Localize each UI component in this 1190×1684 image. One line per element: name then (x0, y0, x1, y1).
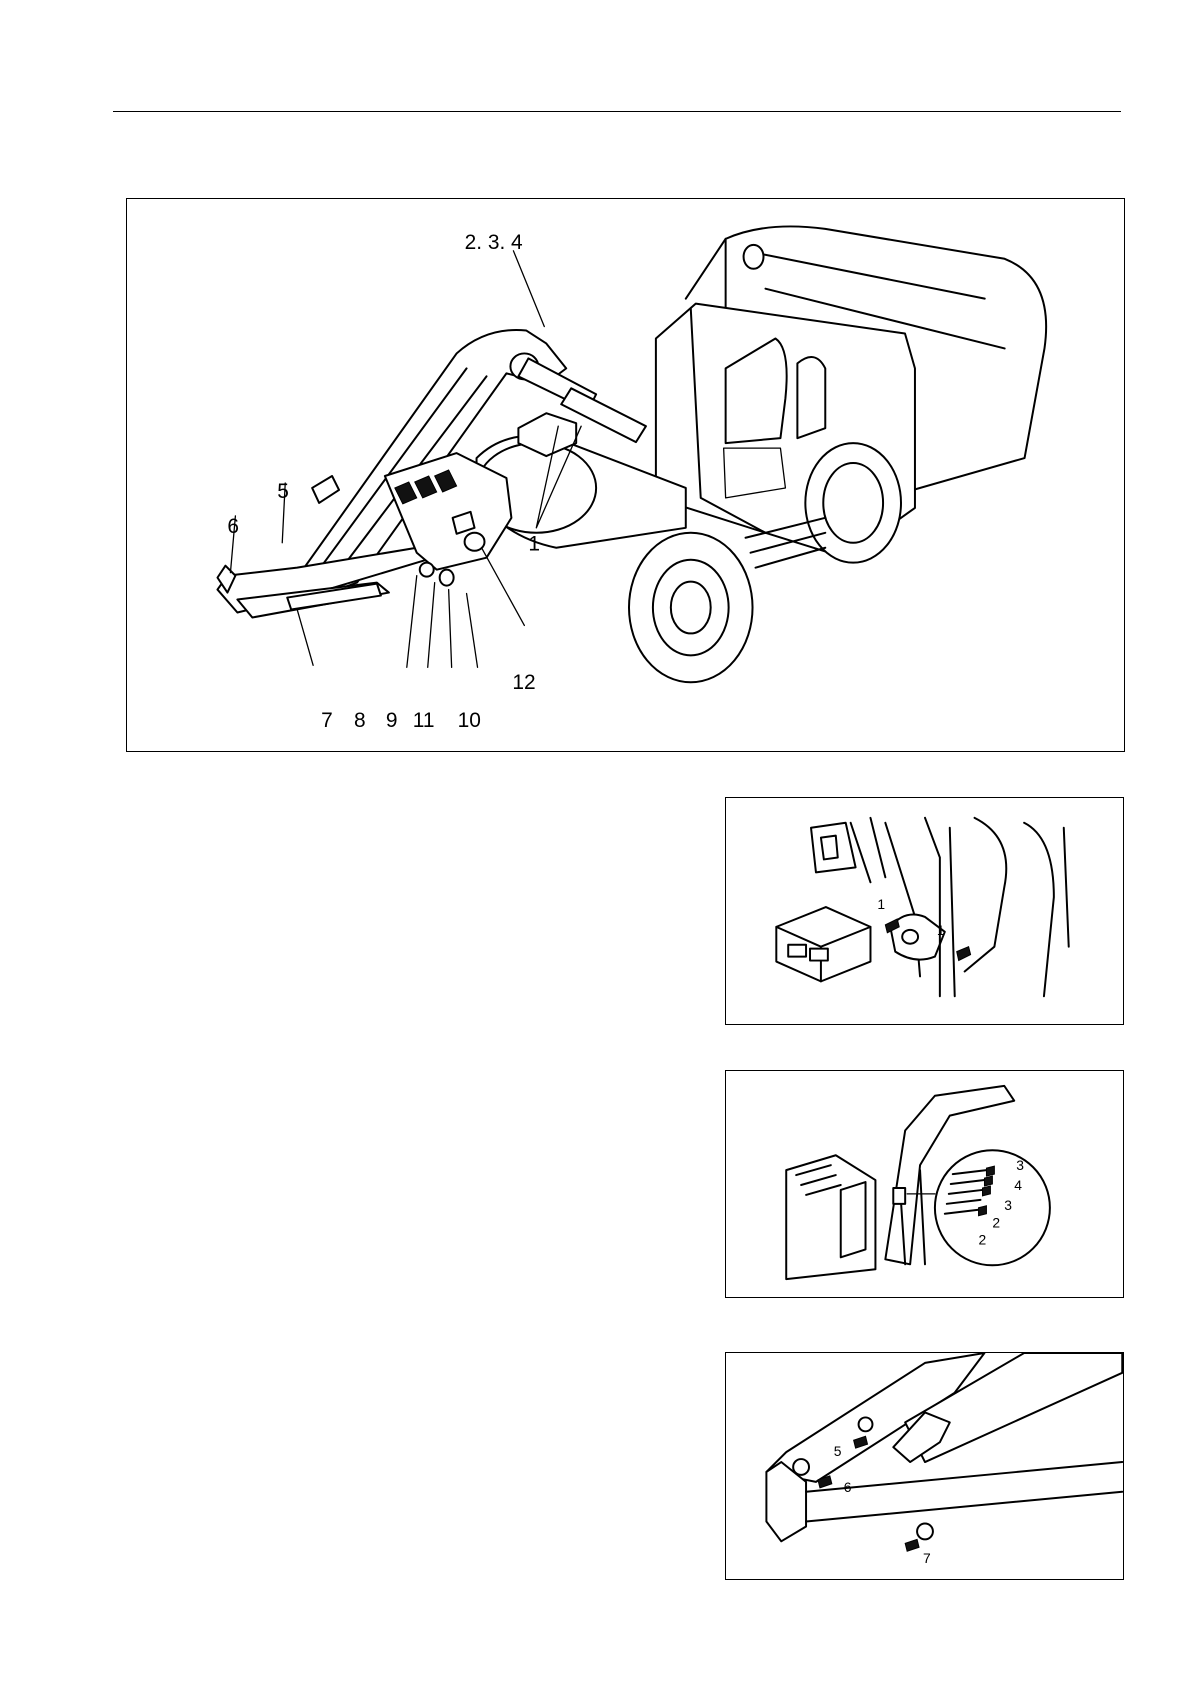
boom-foot-pins-detail-figure: 1 1 (725, 797, 1124, 1025)
callout-7: 7 (321, 709, 333, 732)
arm-tip-illustration: 5 6 7 (726, 1353, 1123, 1579)
callout-11: 11 (413, 709, 435, 732)
boom-grease-bank-illustration: 3 4 3 2 2 (726, 1071, 1123, 1297)
remote-grease-fittings-detail-figure: 3 4 3 2 2 (725, 1070, 1124, 1298)
cab-door-window (797, 357, 825, 438)
callout-7: 7 (923, 1550, 931, 1566)
callout-10: 10 (458, 709, 481, 732)
header-rule (113, 111, 1121, 112)
callout-8: 8 (354, 709, 366, 732)
callout-12: 12 (512, 671, 535, 694)
arm-tip-pins-detail-figure: 5 6 7 (725, 1352, 1124, 1580)
fitting-label-2-a: 2 (992, 1215, 1000, 1231)
callout-2-3-4: 2. 3. 4 (465, 231, 523, 254)
callout-5: 5 (277, 480, 289, 503)
fitting-label-4: 4 (1014, 1177, 1022, 1193)
callout-9: 9 (386, 709, 398, 732)
fitting-label-2-b: 2 (979, 1231, 987, 1247)
boom-foot-illustration: 1 1 (726, 798, 1123, 1024)
exhaust-cap (744, 245, 764, 269)
fitting-label-3-mid: 3 (1004, 1197, 1012, 1213)
callout-1-left: 1 (877, 896, 885, 912)
excavator-illustration: 2. 3. 4 1 5 6 7 8 9 11 10 12 (127, 199, 1124, 751)
callout-5: 5 (834, 1443, 842, 1459)
fitting-label-3-top: 3 (1016, 1157, 1024, 1173)
callout-6: 6 (227, 515, 239, 538)
callout-1-center: 1 (937, 922, 945, 938)
arm-cylinder (312, 476, 339, 503)
callout-1: 1 (528, 533, 540, 556)
excavator-lubrication-points-figure: 2. 3. 4 1 5 6 7 8 9 11 10 12 (126, 198, 1125, 752)
callout-6: 6 (844, 1479, 852, 1495)
